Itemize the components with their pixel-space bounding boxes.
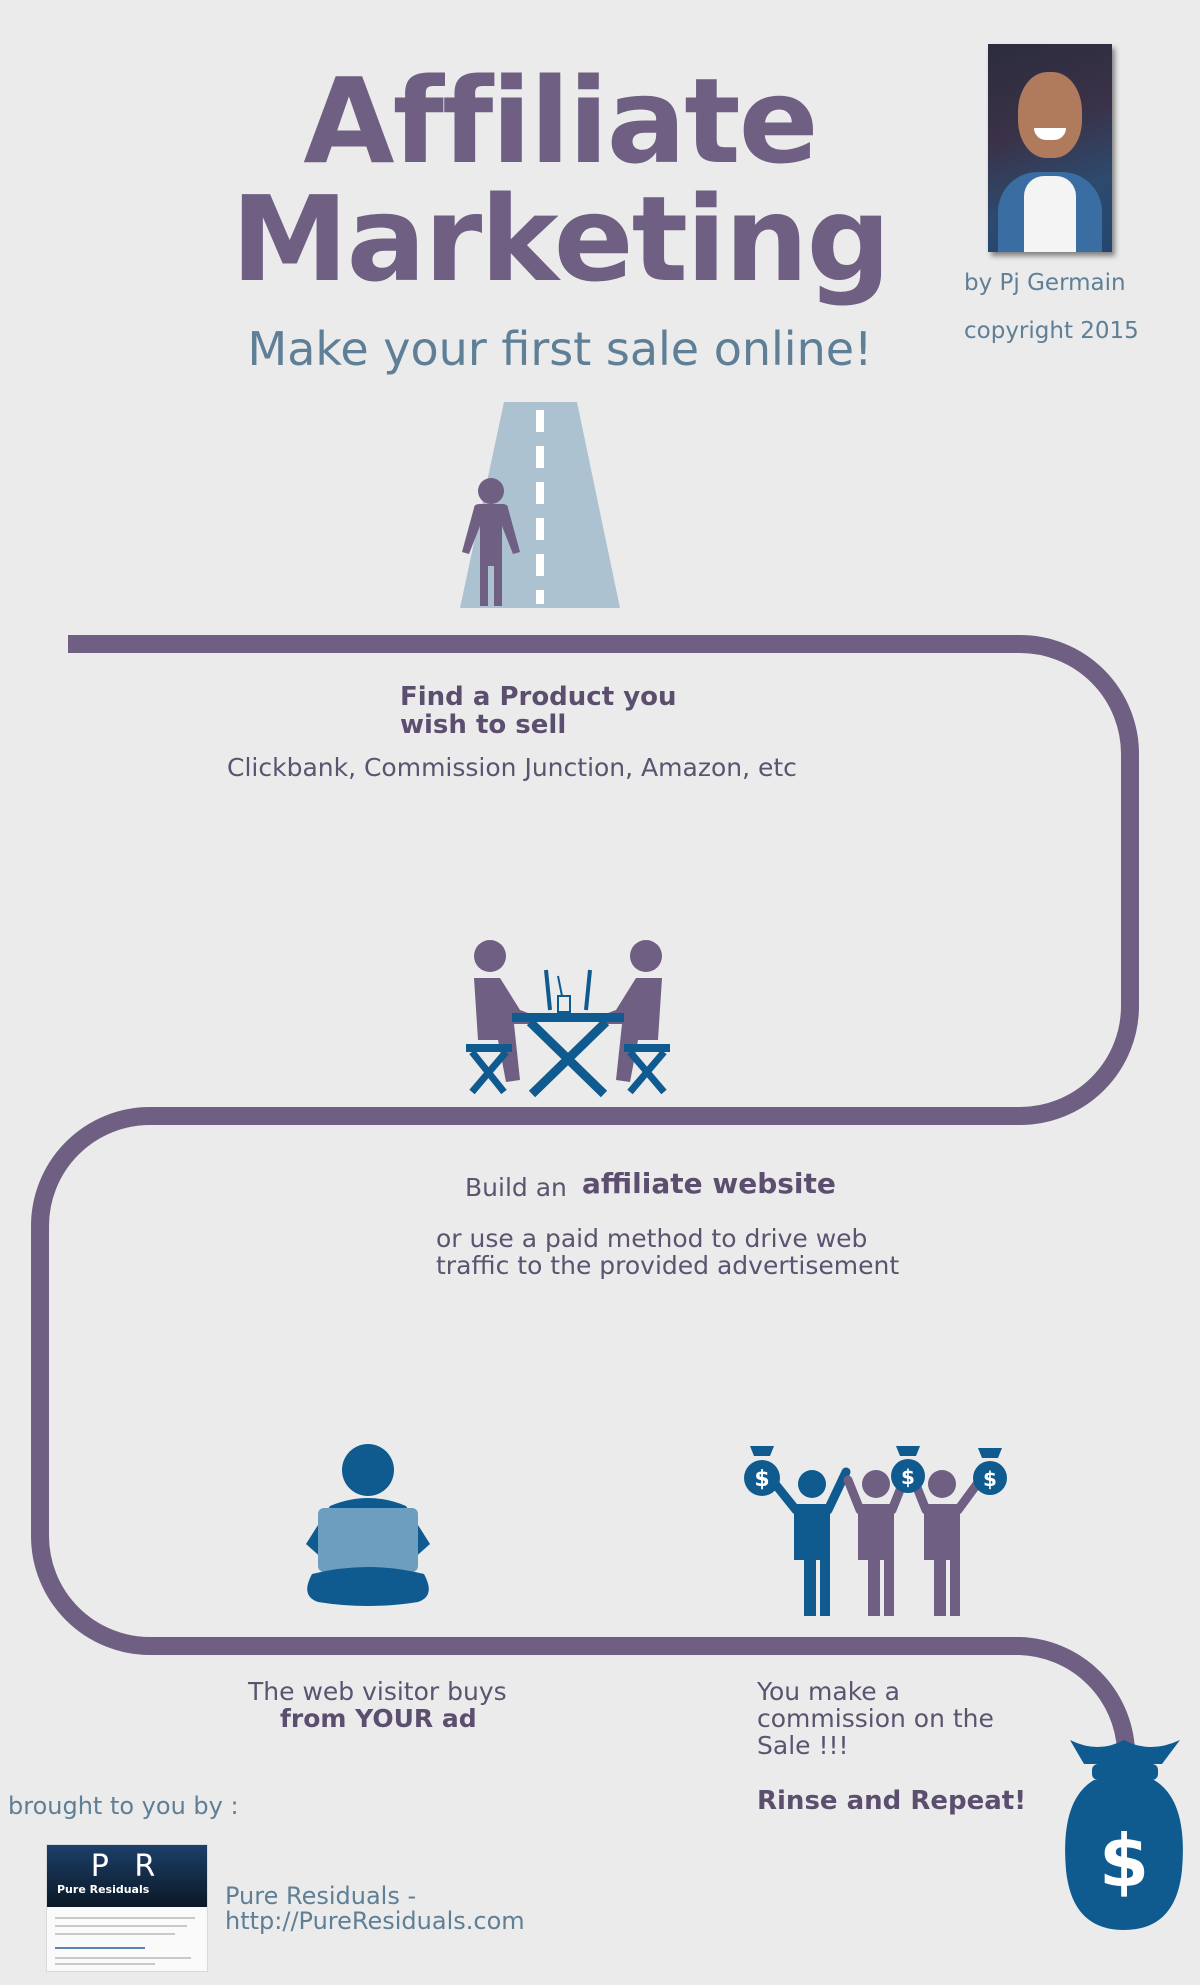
small-money-bag-icon: $ bbox=[891, 1446, 925, 1493]
small-money-bag-icon: $ bbox=[744, 1446, 780, 1496]
step3-line-1: The web visitor buys bbox=[248, 1677, 507, 1706]
step1-title-line-1: Find a Product you bbox=[400, 682, 677, 712]
subtitle: Make your first sale online! bbox=[247, 322, 873, 376]
step4-closing: Rinse and Repeat! bbox=[757, 1786, 1027, 1816]
laptop-user-icon bbox=[306, 1444, 430, 1606]
site-url-link[interactable]: http://PureResiduals.com bbox=[225, 1907, 525, 1935]
step4-line-3: Sale !!! bbox=[757, 1731, 849, 1760]
money-bag-icon: $ bbox=[1065, 1740, 1183, 1930]
step2-detail-line-1: or use a paid method to drive web bbox=[436, 1224, 868, 1253]
svg-text:$: $ bbox=[901, 1465, 915, 1489]
svg-text:$: $ bbox=[754, 1467, 769, 1492]
svg-text:$: $ bbox=[1099, 1819, 1149, 1903]
copyright: copyright 2015 bbox=[964, 318, 1139, 344]
step4-line-2: commission on the bbox=[757, 1704, 994, 1733]
money-celebration-icon: $ $ $ bbox=[744, 1446, 1007, 1616]
journey-path bbox=[31, 635, 1139, 1751]
author-name: by Pj Germain bbox=[964, 270, 1126, 296]
step4-line-1: You make a bbox=[757, 1677, 900, 1706]
logo-initials: P R bbox=[90, 1849, 164, 1884]
step2-lead: Build an bbox=[465, 1173, 567, 1202]
step1-detail: Clickbank, Commission Junction, Amazon, … bbox=[227, 753, 797, 782]
author-photo bbox=[988, 44, 1112, 252]
title-line-2: Marketing bbox=[231, 170, 891, 308]
svg-text:$: $ bbox=[983, 1467, 997, 1491]
brought-by-label: brought to you by : bbox=[8, 1792, 239, 1820]
site-name: Pure Residuals - bbox=[225, 1882, 417, 1910]
step2-detail-line-2: traffic to the provided advertisement bbox=[436, 1251, 900, 1280]
title-line-1: Affiliate bbox=[303, 52, 818, 190]
laptop-meeting-icon bbox=[466, 940, 670, 1098]
step2-emphasis: affiliate website bbox=[582, 1167, 836, 1200]
logo-name: Pure Residuals bbox=[57, 1883, 150, 1896]
step1-title-line-2: wish to sell bbox=[400, 710, 567, 740]
small-money-bag-icon: $ bbox=[973, 1448, 1007, 1495]
person-icon bbox=[462, 478, 520, 606]
step3-line-2: from YOUR ad bbox=[280, 1704, 477, 1733]
pure-residuals-logo: P R Pure Residuals bbox=[46, 1844, 208, 1972]
